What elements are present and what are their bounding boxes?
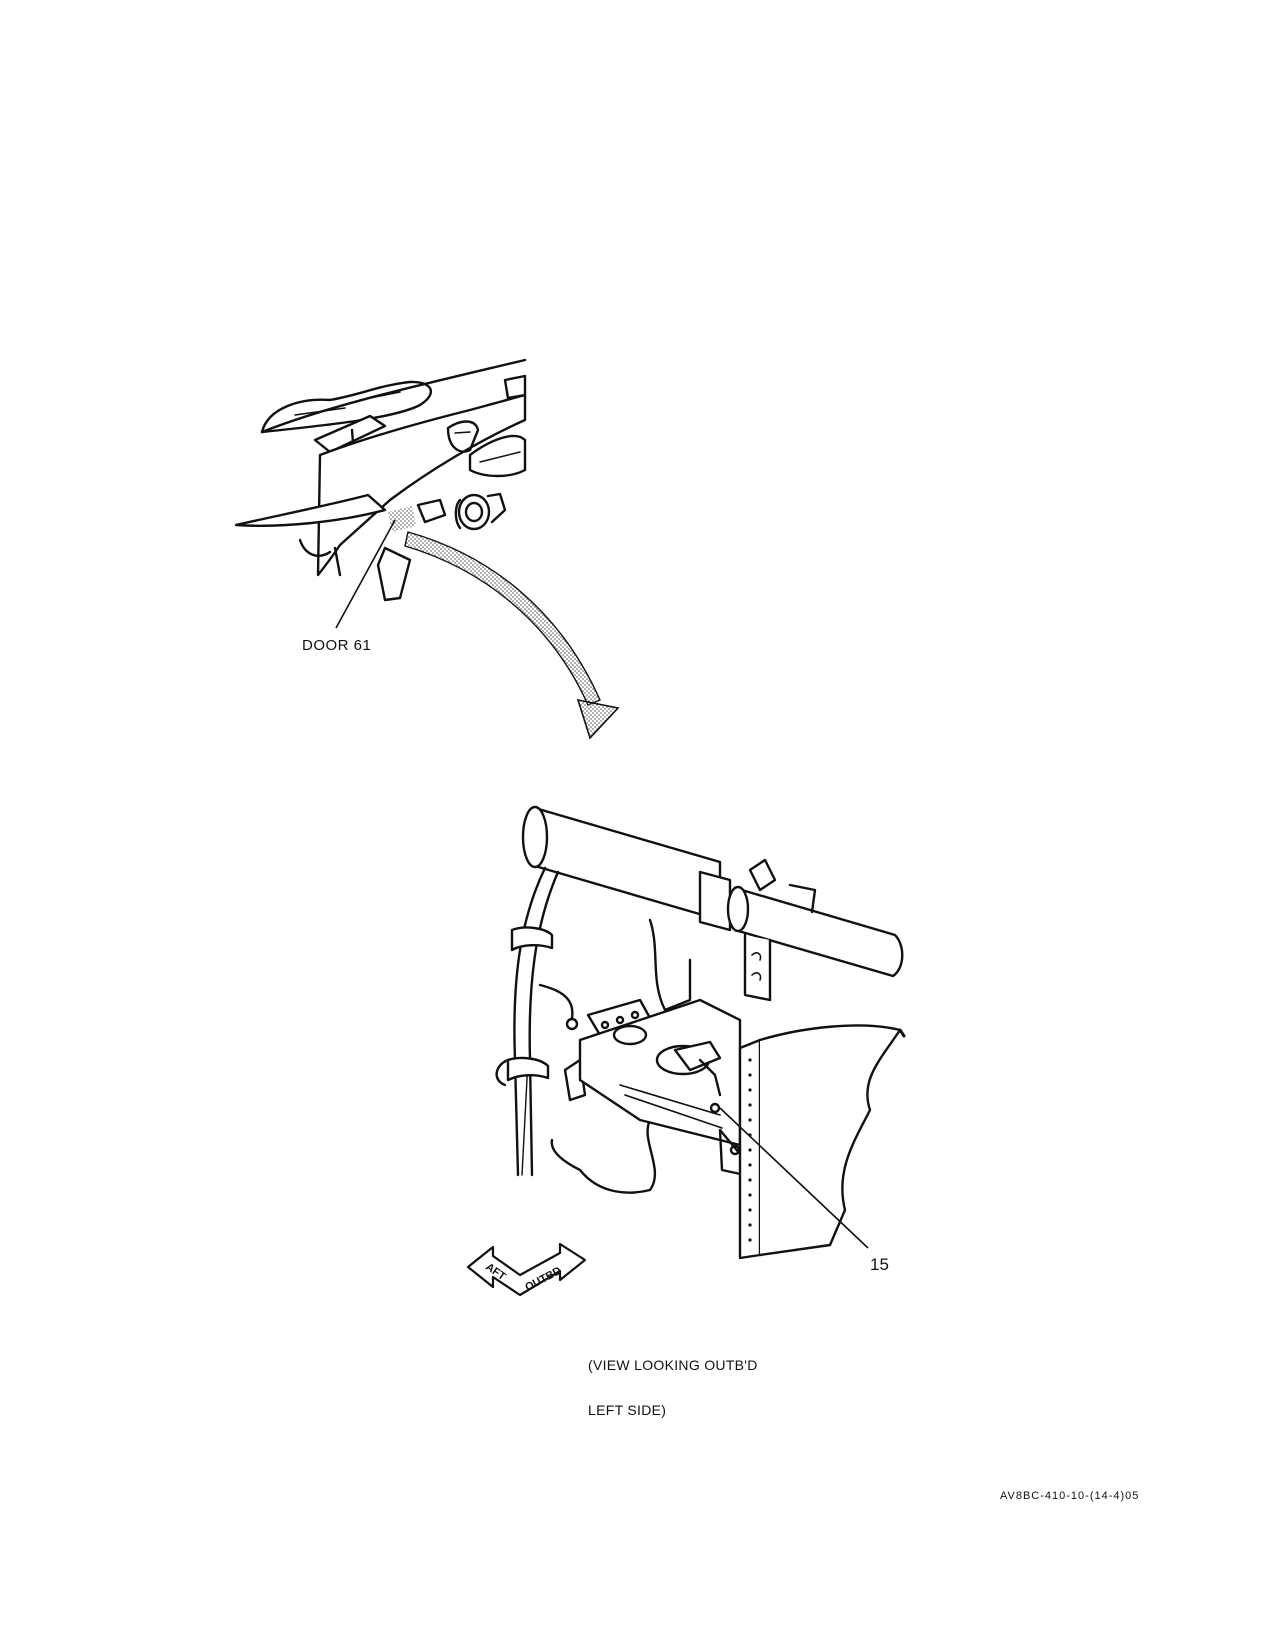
callout-15-label: 15: [870, 1255, 889, 1274]
door-61-label: DOOR 61: [302, 637, 372, 654]
rivet-row: [748, 1058, 752, 1242]
door-leader-line: [335, 519, 396, 629]
document-number: AV8BC-410-10-(14-4)05: [1000, 1490, 1140, 1502]
aircraft-underside-view: [234, 358, 527, 602]
callout-15-leader-line: [719, 1107, 869, 1249]
view-caption-line-2: LEFT SIDE): [588, 1402, 667, 1418]
aft-outbd-direction-indicator: AFT OUTBD: [466, 1242, 587, 1297]
door-61-shading: [388, 506, 416, 532]
view-caption-line-1: (VIEW LOOKING OUTB'D: [588, 1357, 758, 1373]
view-caption: (VIEW LOOKING OUTB'D LEFT SIDE): [588, 1328, 758, 1433]
view-direction-arrow: [404, 531, 620, 740]
interior-detail-view: [495, 805, 906, 1260]
